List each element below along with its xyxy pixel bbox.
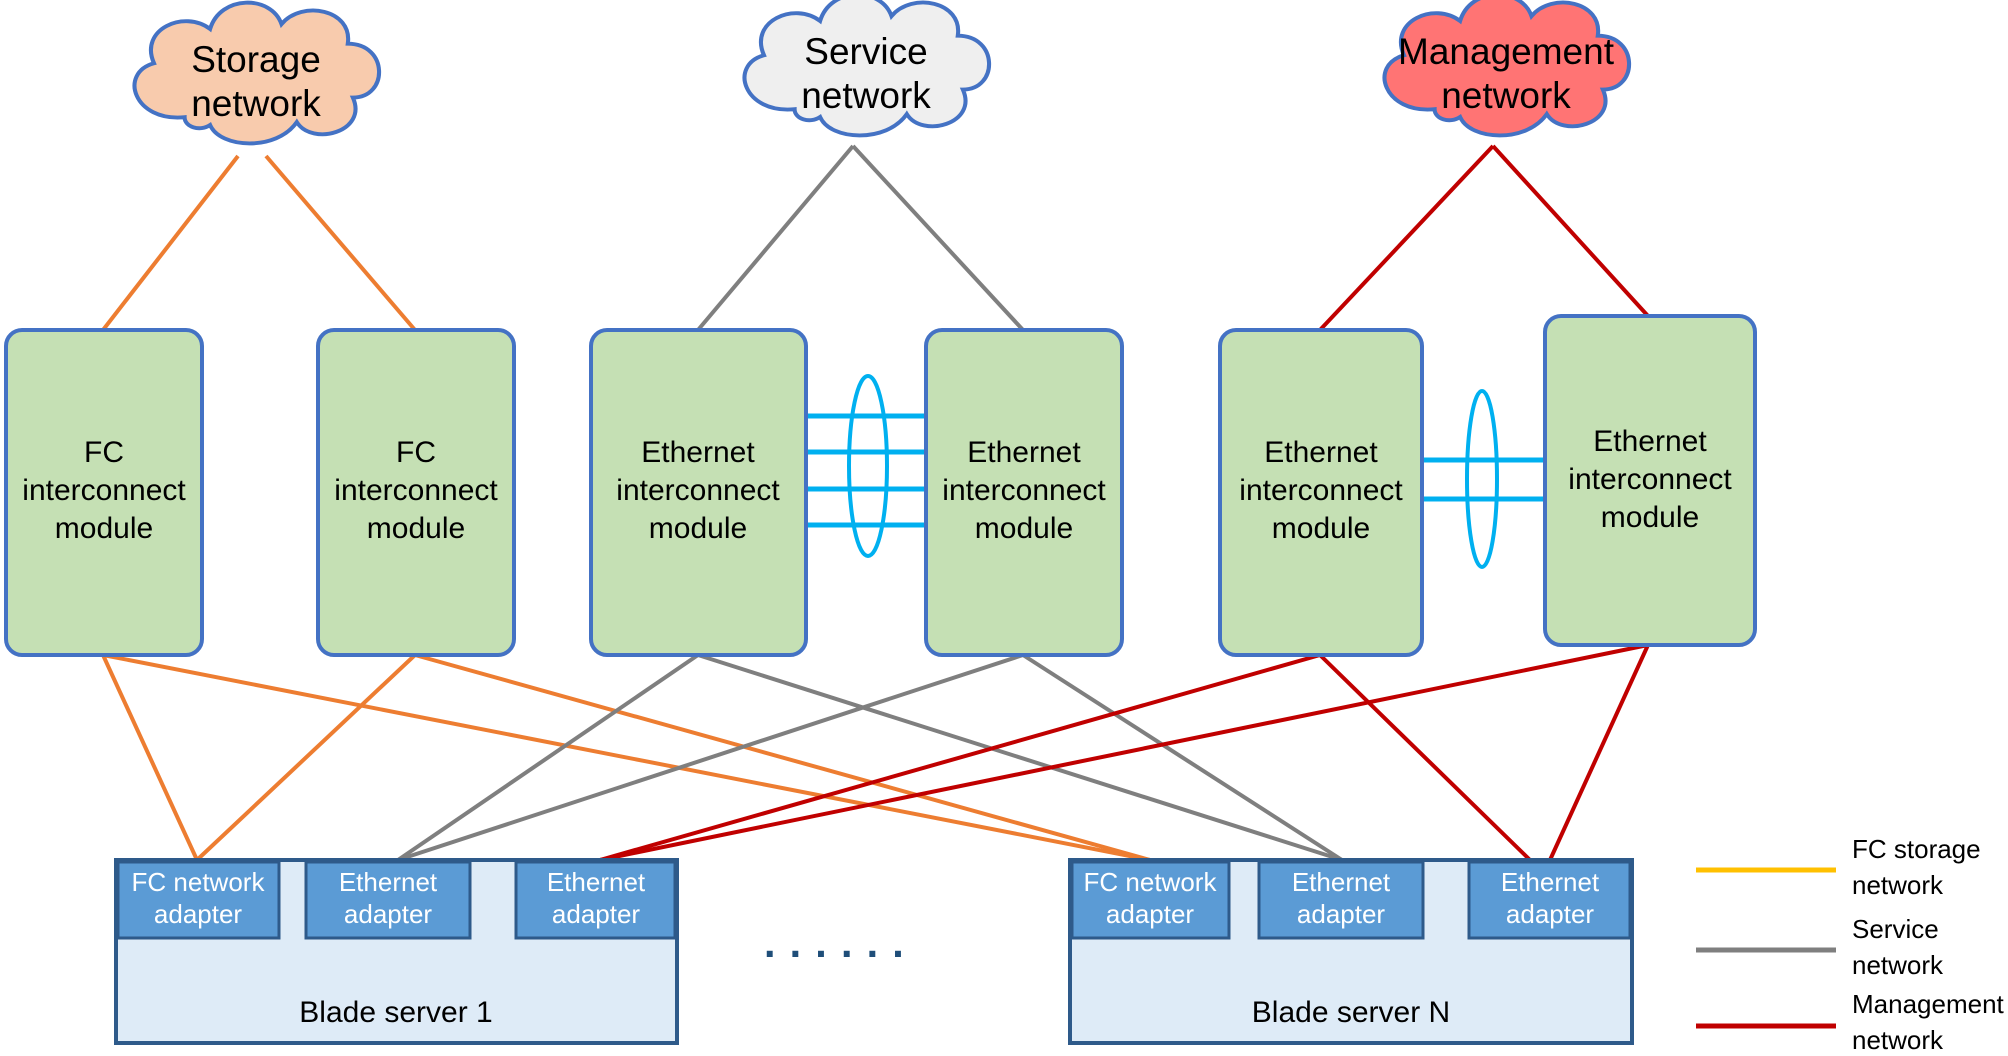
adapter-ethernet-2: Ethernet adapter: [514, 860, 677, 940]
module-label-line3: module: [367, 512, 465, 545]
link-storage-fc2: [264, 154, 417, 332]
module-label-line2: interconnect: [1239, 474, 1403, 507]
legend-label-line2: network: [1852, 1025, 1944, 1055]
module-ethernet-3: Ethernet interconnect module: [1218, 328, 1424, 657]
link-fc1-server1-fc: [101, 654, 199, 861]
link-service-eth1: [696, 144, 855, 332]
downlinks: [101, 643, 1650, 862]
module-label-line3: module: [649, 512, 747, 545]
link-eth4-server1-eth: [599, 643, 1649, 862]
adapter-ethernet-1: Ethernet adapter: [304, 860, 472, 940]
link-management-eth4: [1491, 144, 1650, 318]
link-eth3-server1-eth: [599, 653, 1321, 862]
module-label-line1: Ethernet: [1264, 436, 1378, 469]
server-label: Blade server 1: [299, 996, 492, 1029]
ellipsis: · · · · · ·: [764, 930, 906, 977]
link-fc2-serverN-fc: [414, 653, 1151, 862]
module-ethernet-1: Ethernet interconnect module: [589, 328, 808, 657]
module-label-line2: interconnect: [22, 474, 186, 507]
adapter-label-line2: adapter: [1106, 899, 1195, 929]
uplinks: [101, 144, 1650, 332]
module-fc-1: FC interconnect module: [4, 328, 204, 657]
legend-label-line1: Management: [1852, 989, 2005, 1019]
module-label-line2: interconnect: [942, 474, 1106, 507]
adapter-fc: FC network adapter: [116, 860, 281, 940]
module-label-line1: Ethernet: [1593, 425, 1707, 458]
legend: FC storage network Service network Manag…: [1696, 834, 2005, 1055]
module-label-line3: module: [1601, 501, 1699, 534]
cloud-management-label-line1: Management: [1398, 31, 1615, 72]
adapter-ethernet-2: Ethernet adapter: [1467, 860, 1632, 940]
module-label-line3: module: [55, 512, 153, 545]
module-ethernet-2: Ethernet interconnect module: [924, 328, 1124, 657]
module-label-line1: FC: [84, 436, 124, 469]
stack-links-service: [808, 374, 924, 558]
legend-item-management: Management network: [1696, 989, 2005, 1055]
stack-bundle-ellipse: [847, 374, 889, 558]
cloud-storage-label-line2: network: [191, 83, 321, 124]
adapter-label-line1: FC network: [1084, 867, 1218, 897]
link-eth1-server1-eth: [396, 653, 700, 862]
adapter-label-line2: adapter: [1297, 899, 1386, 929]
link-management-eth3: [1318, 144, 1495, 332]
legend-label-line2: network: [1852, 870, 1944, 900]
adapter-label-line1: Ethernet: [339, 867, 438, 897]
interconnect-modules: FC interconnect module FC interconnect m…: [4, 314, 1757, 657]
legend-item-fc-storage: FC storage network: [1696, 834, 1981, 900]
link-fc1-serverN-fc: [102, 653, 1151, 862]
server-label: Blade server N: [1252, 996, 1450, 1029]
cloud-service-label-line1: Service: [804, 31, 927, 72]
adapter-fc: FC network adapter: [1070, 860, 1231, 940]
legend-label-line1: FC storage: [1852, 834, 1981, 864]
link-storage-fc1: [101, 154, 240, 332]
adapter-label-line1: FC network: [132, 867, 266, 897]
link-eth4-serverN-eth: [1548, 644, 1650, 861]
adapter-label-line1: Ethernet: [547, 867, 646, 897]
legend-item-service: Service network: [1696, 914, 1944, 980]
blade-server-1: FC network adapter Ethernet adapter Ethe…: [114, 858, 679, 1045]
module-ethernet-4: Ethernet interconnect module: [1543, 314, 1757, 647]
link-eth1-serverN-eth: [697, 653, 1343, 862]
cloud-service-label-line2: network: [801, 75, 931, 116]
adapter-label-line1: Ethernet: [1501, 867, 1600, 897]
adapter-label-line1: Ethernet: [1292, 867, 1391, 897]
stack-links-management: [1424, 389, 1543, 569]
module-fc-2: FC interconnect module: [316, 328, 516, 657]
module-label-line1: Ethernet: [641, 436, 755, 469]
cloud-management-label-line2: network: [1441, 75, 1571, 116]
adapter-ethernet-1: Ethernet adapter: [1257, 860, 1425, 940]
adapter-label-line2: adapter: [154, 899, 243, 929]
module-label-line2: interconnect: [616, 474, 780, 507]
module-label-line1: FC: [396, 436, 436, 469]
legend-label-line1: Service: [1852, 914, 1939, 944]
module-label-line2: interconnect: [334, 474, 498, 507]
adapter-label-line2: adapter: [552, 899, 641, 929]
adapter-label-line2: adapter: [1506, 899, 1595, 929]
link-eth2-serverN-eth: [1021, 653, 1344, 862]
link-fc2-server1-fc: [195, 653, 417, 862]
link-service-eth2: [851, 144, 1025, 332]
link-eth3-serverN-eth: [1318, 653, 1532, 862]
legend-label-line2: network: [1852, 950, 1944, 980]
module-label-line2: interconnect: [1568, 463, 1732, 496]
stack-bundle-ellipse: [1465, 389, 1499, 569]
blade-server-n: FC network adapter Ethernet adapter Ethe…: [1068, 858, 1634, 1045]
module-label-line1: Ethernet: [967, 436, 1081, 469]
module-label-line3: module: [1272, 512, 1370, 545]
module-label-line3: module: [975, 512, 1073, 545]
cloud-storage-label-line1: Storage: [191, 39, 321, 80]
adapter-label-line2: adapter: [344, 899, 433, 929]
link-eth2-server1-eth: [397, 653, 1024, 862]
